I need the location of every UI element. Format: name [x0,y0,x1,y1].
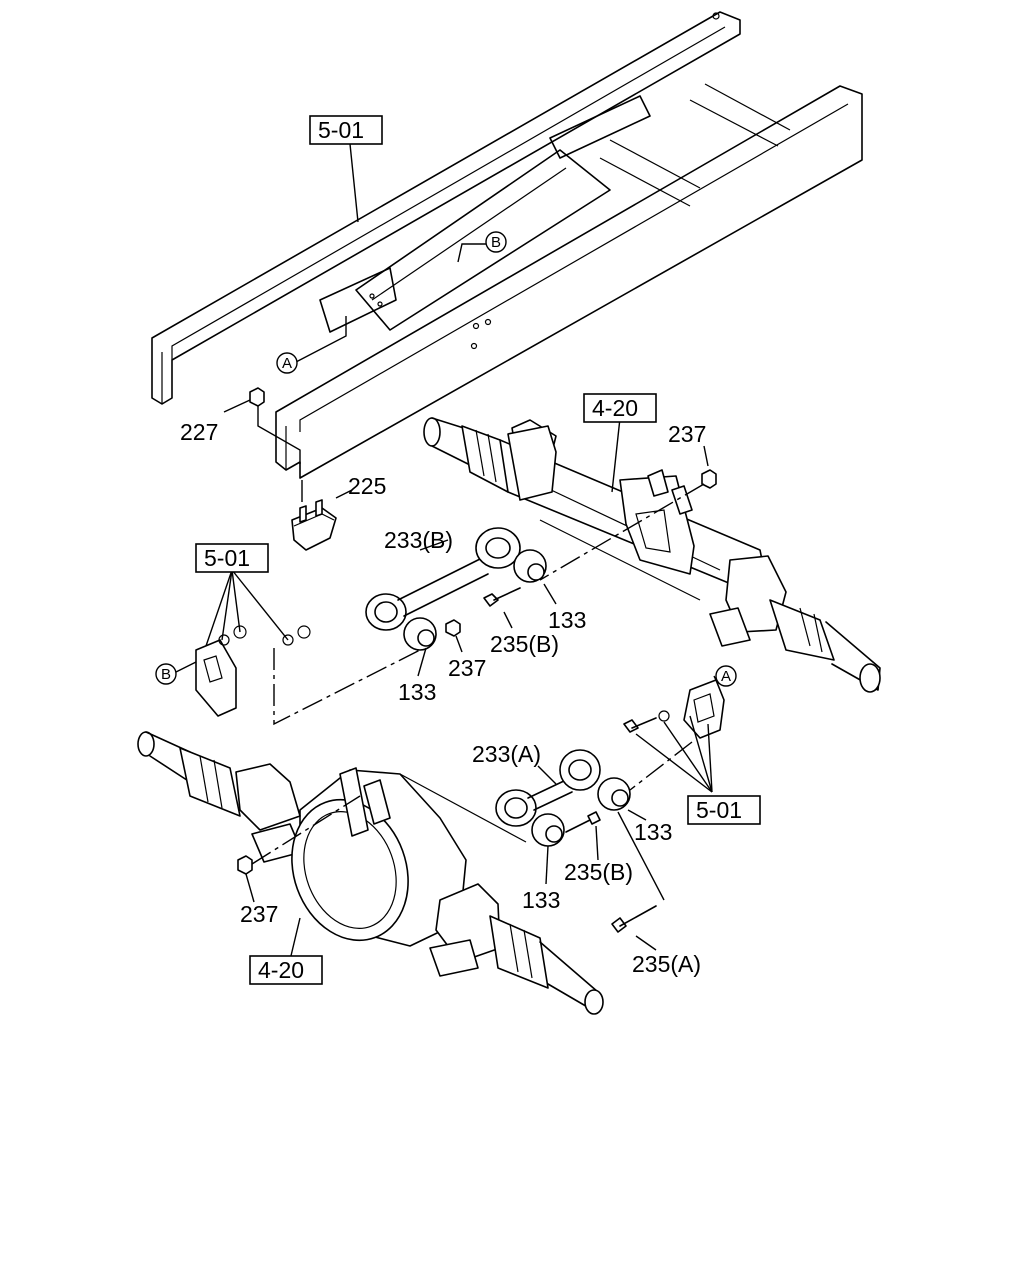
part-237-low: 237 [240,901,278,927]
ref-box-frame [309,115,383,145]
callout-circle-a-frame [276,352,298,374]
nut-227 [223,387,301,464]
callout-circle-b-bracket [155,663,177,685]
part-133-a: 133 [548,607,586,633]
ref-axle-front: 4-20 [592,395,638,421]
part-237-mid: 237 [448,655,486,681]
part-235b-top: 235(B) [490,631,559,657]
part-225: 225 [348,473,386,499]
part-235a: 235(A) [632,951,701,977]
part-labels: 5-01 5-01 4-20 5-01 4-20 227 225 237 233… [155,115,761,985]
part-133-b: 133 [398,679,436,705]
callout-circle-b-frame [485,231,507,253]
ref-bracket-right: 5-01 [696,797,742,823]
bump-stopper-225 [291,480,353,551]
part-227: 227 [180,419,218,445]
callout-a-frame: A [282,355,292,372]
axle-housing-lower [137,731,604,1015]
part-235b-low: 235(B) [564,859,633,885]
bracket-right [623,675,725,793]
ref-box-bracket-right [687,795,761,825]
part-237-top: 237 [668,421,706,447]
ref-bracket-left: 5-01 [204,545,250,571]
bracket-left [175,569,421,726]
part-133-c: 133 [634,819,672,845]
callout-a-bracket: A [721,668,731,685]
part-233b: 233(B) [384,527,453,553]
torque-rod-233b [365,527,557,677]
callout-circle-a-bracket [715,665,737,687]
ref-box-bracket-left [195,543,269,573]
ref-frame: 5-01 [318,117,364,143]
ref-axle-rear: 4-20 [258,957,304,983]
callout-b-frame: B [491,234,501,251]
axle-housing-upper [423,417,881,693]
callout-b-bracket: B [161,666,171,683]
chassis-frame [151,11,863,479]
part-133-d: 133 [522,887,560,913]
part-233a: 233(A) [472,741,541,767]
torque-rod-233a [495,749,665,951]
ref-box-axle-front [583,393,657,423]
ref-box-axle-rear [249,955,323,985]
